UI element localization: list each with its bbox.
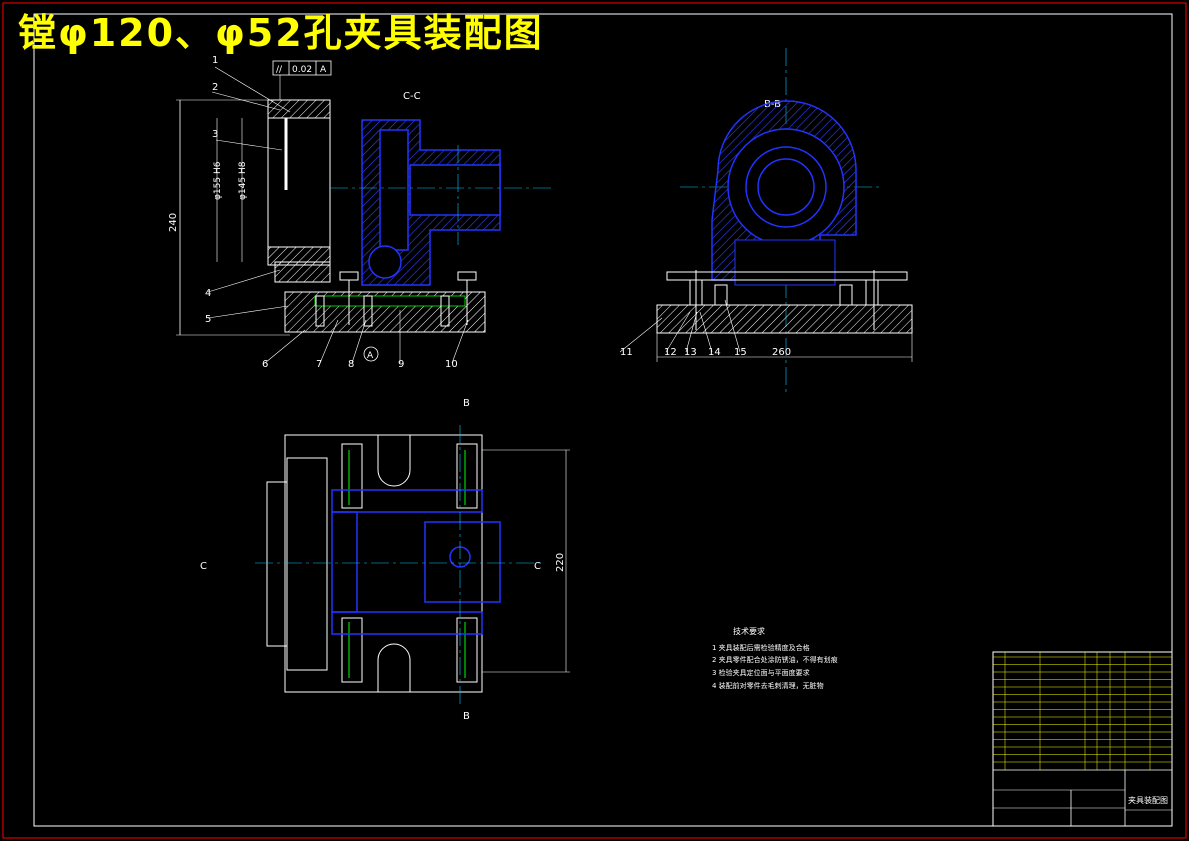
note-3: 3 检验夹具定位面与平面度要求 [712, 668, 810, 677]
tol-value: 0.02 [292, 65, 312, 75]
part-number-5: 5 [205, 314, 211, 325]
part-number-1: 1 [212, 55, 218, 66]
cut-b-bottom-label: B [463, 711, 470, 722]
tol-datum: A [320, 65, 327, 75]
section-cc-view: 240 φ155 H6 φ145 H8 // 0.02 A C-C [168, 55, 555, 370]
note-1: 1 夹具装配后需检验精度及合格 [712, 643, 810, 652]
part-number-2: 2 [212, 82, 218, 93]
notes-heading: 技术要求 [733, 626, 765, 636]
dim-dia-inner: φ145 H8 [238, 161, 248, 200]
dim-width-bb: 260 [772, 347, 791, 358]
plan-view: B B C C [200, 398, 570, 722]
part-number-8: 8 [348, 359, 354, 370]
part-number-13: 13 [684, 347, 697, 358]
part-number-12: 12 [664, 347, 677, 358]
drawing-name: 夹具装配图 [1128, 795, 1168, 805]
datum-label: A [367, 351, 374, 361]
title-block: 夹具装配图 [992, 651, 1173, 827]
dim-height-plan: 220 [555, 553, 566, 572]
note-2: 2 夹具零件配合处涂防锈油，不得有划痕 [712, 655, 838, 664]
section-bb-view: B-B 260 1 [619, 48, 913, 395]
page-title: 镗φ120、φ52孔夹具装配图 [18, 11, 544, 55]
part-number-10: 10 [445, 359, 458, 370]
part-number-15: 15 [734, 347, 747, 358]
section-cc-label: C-C [403, 91, 421, 102]
inner-frame [33, 13, 1173, 827]
part-number-11: 11 [620, 347, 633, 358]
part-number-6: 6 [262, 359, 268, 370]
cut-b-top-label: B [463, 398, 470, 409]
dim-dia-outer: φ155 H6 [213, 161, 223, 200]
tol-symbol: // [276, 65, 283, 75]
part-number-7: 7 [316, 359, 322, 370]
dim-height-total: 240 [168, 213, 179, 232]
part-number-3: 3 [212, 129, 218, 140]
technical-notes: 技术要求 1 夹具装配后需检验精度及合格 2 夹具零件配合处涂防锈油，不得有划痕… [712, 626, 838, 690]
cut-c-left-label: C [200, 561, 207, 572]
part-number-14: 14 [708, 347, 721, 358]
part-number-9: 9 [398, 359, 404, 370]
part-number-4: 4 [205, 288, 211, 299]
note-4: 4 装配前对零件去毛刺清理，无脏物 [712, 681, 824, 690]
cut-c-right-label: C [534, 561, 541, 572]
